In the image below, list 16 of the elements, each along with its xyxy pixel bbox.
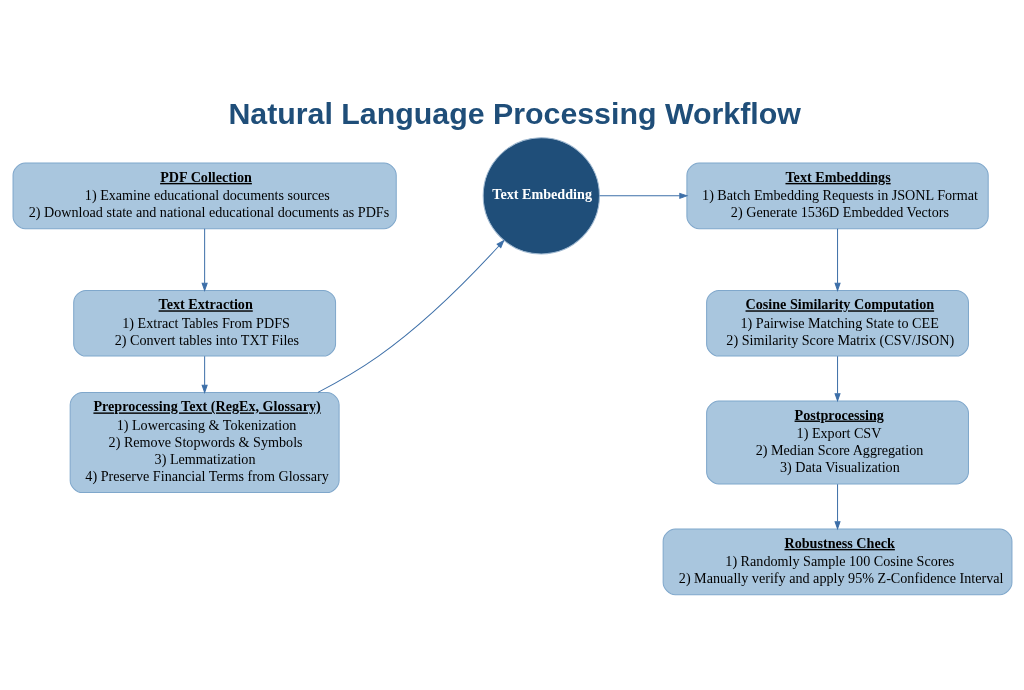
arrow — [200, 355, 208, 394]
arrow — [200, 227, 208, 292]
node-box: PDF Collection 1) Examine educational documents sources 2) Download state and national educational documents as PDFs — [12, 162, 397, 229]
diagram-title: Natural Language Processing Workflow — [227, 96, 801, 130]
node-box: Text Embeddings 1) Batch Embedding Requests in JSONL Format 2) Generate 1536D Embedded Vectors — [685, 162, 989, 229]
node-box: Postprocessing 1) Export CSV 2) Median Score Aggregation 3) Data Visualization — [705, 400, 969, 484]
node-box: Preprocessing Text (RegEx, Glossary) 1) Lowercasing & Tokenization 2) Remove Stopwords & Symbols 3) Lemmatization 4) Preserve Financial Terms from Glossary — [69, 391, 340, 493]
arrow — [317, 239, 505, 393]
node-box: Cosine Similarity Computation 1) Pairwise Matching State to CEE 2) Similarity Score Matrix (CSV/JSON) — [705, 289, 969, 357]
node-box: Robustness Check 1) Randomly Sample 100 Cosine Scores 2) Manually verify and apply 95% Z-Confidence Interval — [662, 528, 1012, 595]
arrow — [833, 483, 841, 530]
node-circle: Text Embedding — [482, 136, 600, 254]
arrow — [598, 192, 688, 199]
arrow — [833, 227, 841, 292]
arrow — [833, 355, 841, 402]
node-box: Text Extraction 1) Extract Tables From PDFS 2) Convert tables into TXT Files — [72, 289, 336, 357]
